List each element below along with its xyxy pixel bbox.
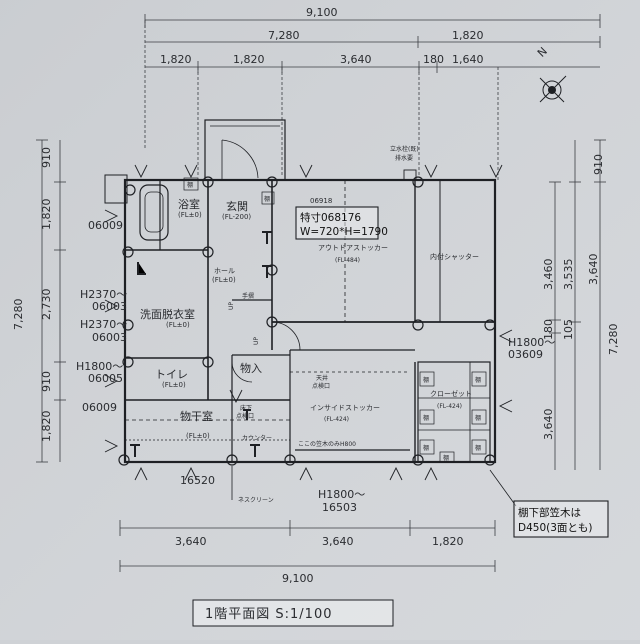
svg-text:棚: 棚 bbox=[423, 444, 429, 452]
dim-right-910: 910 bbox=[592, 154, 605, 175]
room-outside-stocker: アウトドアストッカー bbox=[318, 244, 388, 252]
room-bath: 浴室 bbox=[178, 197, 200, 211]
dim-top-c: 3,640 bbox=[340, 53, 372, 66]
dim-right-total: 7,280 bbox=[607, 324, 620, 356]
note-special-1: 特寸068176 bbox=[300, 211, 361, 224]
dim-top-e: 1,640 bbox=[452, 53, 484, 66]
shelf-labels: 棚 棚 棚 棚 棚 棚 棚 棚 棚 bbox=[183, 177, 487, 463]
room-closet: クローゼット bbox=[430, 389, 472, 398]
code-c7: 06005 bbox=[88, 372, 123, 385]
svg-text:(FL-484): (FL-484) bbox=[335, 257, 360, 264]
code-c9: 16520 bbox=[180, 474, 215, 487]
svg-text:(FL-200): (FL-200) bbox=[222, 213, 251, 221]
note-shelf-1: 棚下部笠木は bbox=[518, 506, 581, 519]
svg-text:(FL±0): (FL±0) bbox=[162, 381, 186, 389]
dim-top-d: 180 bbox=[423, 53, 444, 66]
dim-left-a: 910 bbox=[40, 147, 53, 168]
dim-bottom-b: 3,640 bbox=[322, 535, 354, 548]
svg-text:UP: UP bbox=[228, 302, 235, 310]
note-drain-1: 立水栓(既) bbox=[390, 145, 419, 153]
dim-top-1820: 1,820 bbox=[452, 29, 484, 42]
north-arrow-icon bbox=[539, 75, 567, 103]
svg-text:棚: 棚 bbox=[443, 454, 449, 462]
svg-text:点検口: 点検口 bbox=[312, 382, 330, 390]
code-c12: H1800～ bbox=[508, 336, 555, 349]
note-drain-2: 排水要 bbox=[395, 154, 413, 162]
note-special-2: W=720*H=1790 bbox=[300, 226, 388, 238]
svg-text:(FL±0): (FL±0) bbox=[186, 432, 210, 440]
room-inside-stocker: インサイドストッカー bbox=[310, 404, 380, 412]
svg-text:棚: 棚 bbox=[187, 181, 193, 189]
room-toilet: トイレ bbox=[155, 368, 188, 381]
dim-right-3640a: 3,640 bbox=[542, 409, 555, 441]
svg-text:棚: 棚 bbox=[475, 444, 481, 452]
special-size-box bbox=[295, 206, 379, 240]
dim-left-c: 2,730 bbox=[40, 289, 53, 321]
svg-text:棚: 棚 bbox=[423, 414, 429, 422]
code-c3: 06003 bbox=[92, 300, 127, 313]
plan-title: 1階平面図 S:1/100 bbox=[205, 607, 333, 622]
code-c2: H2370～ bbox=[80, 288, 127, 301]
svg-text:(FL±0): (FL±0) bbox=[166, 321, 190, 329]
room-entrance: 玄関 bbox=[226, 199, 248, 213]
svg-text:(FL-424): (FL-424) bbox=[324, 416, 349, 423]
svg-text:(FL-424): (FL-424) bbox=[437, 403, 462, 410]
dimension-lines bbox=[36, 14, 606, 572]
room-hall: ホール bbox=[214, 267, 235, 275]
svg-text:点検口: 点検口 bbox=[236, 412, 254, 420]
code-c5: 06003 bbox=[92, 331, 127, 344]
dim-top-b: 1,820 bbox=[233, 53, 265, 66]
svg-text:(FL±0): (FL±0) bbox=[212, 276, 236, 284]
svg-text:手摺: 手摺 bbox=[242, 292, 254, 300]
code-c8: 06009 bbox=[82, 401, 117, 414]
dim-right-105: 105 bbox=[562, 319, 575, 340]
svg-text:棚: 棚 bbox=[423, 376, 429, 384]
code-c1: 06009 bbox=[88, 219, 123, 232]
dim-left-b: 1,820 bbox=[40, 199, 53, 231]
code-c4: H2370～ bbox=[80, 318, 127, 331]
svg-text:棚: 棚 bbox=[475, 376, 481, 384]
dim-bottom-a: 3,640 bbox=[175, 535, 207, 548]
dim-right-3640b: 3,640 bbox=[587, 254, 600, 286]
dim-right-3460: 3,460 bbox=[542, 259, 555, 291]
code-c6: H1800～ bbox=[76, 360, 123, 373]
dim-top-7280: 7,280 bbox=[268, 29, 300, 42]
bathtub bbox=[139, 184, 169, 241]
dim-left-total: 7,280 bbox=[12, 299, 25, 331]
entrance-door-swing bbox=[221, 139, 259, 179]
note-frame-only: ここの笠木のみH800 bbox=[298, 440, 356, 448]
title-box bbox=[192, 599, 394, 627]
dim-bottom-total: 9,100 bbox=[282, 572, 314, 585]
svg-text:UP: UP bbox=[253, 337, 260, 345]
room-storage: 物入 bbox=[240, 361, 262, 375]
dim-top-a: 1,820 bbox=[160, 53, 192, 66]
dim-bottom-c: 1,820 bbox=[432, 535, 464, 548]
shelf-note-box bbox=[513, 500, 609, 538]
window-markers bbox=[104, 164, 513, 481]
note-shelf-2: D450(3面とも) bbox=[518, 522, 593, 534]
dim-right-180: 180 bbox=[542, 319, 555, 340]
svg-text:カウンター: カウンター bbox=[242, 434, 272, 442]
room-washroom: 洗面脱衣室 bbox=[140, 307, 195, 321]
svg-text:棚: 棚 bbox=[264, 195, 270, 203]
svg-text:(FL±0): (FL±0) bbox=[178, 211, 202, 219]
svg-text:棚: 棚 bbox=[475, 414, 481, 422]
room-laundry: 物干室 bbox=[180, 409, 213, 423]
dim-left-d: 910 bbox=[40, 371, 53, 392]
code-c14: 06918 bbox=[310, 197, 332, 205]
room-shutter: 内付シャッター bbox=[430, 252, 479, 261]
note-screen: ネスクリーン bbox=[238, 497, 274, 504]
svg-text:天井: 天井 bbox=[316, 374, 328, 382]
code-c11: 16503 bbox=[322, 501, 357, 514]
dim-right-3535: 3,535 bbox=[562, 259, 575, 291]
code-c10: H1800～ bbox=[318, 488, 365, 501]
dim-left-e: 1,820 bbox=[40, 411, 53, 443]
svg-text:床下: 床下 bbox=[240, 404, 252, 412]
dim-top-total: 9,100 bbox=[306, 6, 338, 19]
outlet-symbols bbox=[130, 231, 272, 457]
structural-columns bbox=[118, 176, 496, 466]
code-c13: 03609 bbox=[508, 348, 543, 361]
